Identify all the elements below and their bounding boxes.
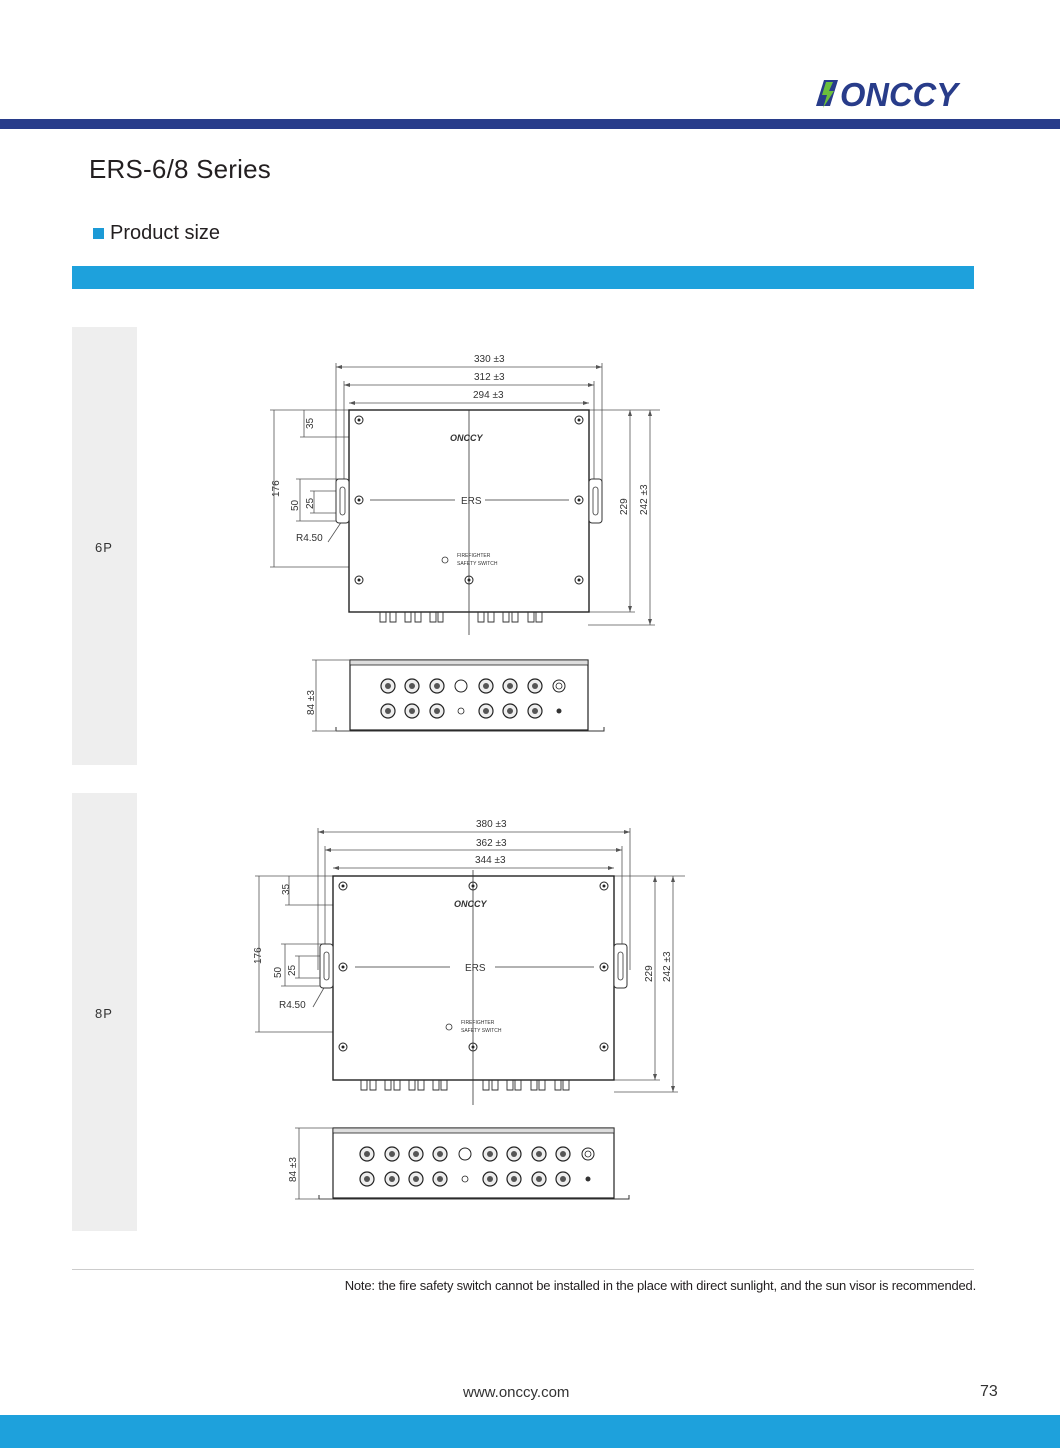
radius-dim-6p: R4.50 [296,533,323,544]
installation-note: Note: the fire safety switch cannot be i… [344,1278,976,1293]
left-dim-176-6p: 176 [271,480,282,497]
left-dim-50-6p: 50 [290,499,301,511]
page-title: ERS-6/8 Series [89,154,271,184]
face-brand-6p: ONCCY [450,433,483,443]
drawing-8p: ONCCY ERS FIREFIGHTER SAFETY SWITCH 380 … [253,819,685,1200]
left-dim-35-6p: 35 [305,417,316,429]
height-dim-2-8p: 242 ±3 [662,951,673,982]
left-dim-25-6p: 25 [305,497,316,509]
footer-rule [72,1269,974,1270]
depth-dim-6p: 84 ±3 [306,690,317,715]
footer-band [0,1415,1060,1448]
switch-label-2-6p: SAFETY SWITCH [457,561,498,567]
side-panel-6p [72,327,137,765]
square-bullet-icon [93,228,104,239]
section-band [72,266,974,289]
height-dim-2-6p: 242 ±3 [639,484,650,515]
width-dim-2-6p: 312 ±3 [474,372,505,383]
face-label-8p: ERS [465,963,486,974]
website-link[interactable]: www.onccy.com [463,1384,570,1401]
bolt-icon [822,82,834,108]
width-dim-1-8p: 380 ±3 [476,819,507,830]
left-dim-25-8p: 25 [287,964,298,976]
switch-label-1-6p: FIREFIGHTER [457,553,491,559]
section-heading: Product size [93,222,220,245]
height-dim-1-8p: 229 [644,965,655,982]
side-panel-8p [72,793,137,1231]
width-dim-1-6p: 330 ±3 [474,354,505,365]
switch-icon [441,556,449,564]
header-rule [0,119,1060,129]
left-dim-50-8p: 50 [273,966,284,978]
panel-label-6p: 6P [95,540,113,555]
onccy-logo: ONCCY [816,76,961,112]
switch-label-1-8p: FIREFIGHTER [461,1020,495,1026]
width-dim-3-6p: 294 ±3 [473,390,504,401]
section-heading-text: Product size [110,222,221,244]
depth-dim-8p: 84 ±3 [288,1157,299,1182]
width-dim-2-8p: 362 ±3 [476,838,507,849]
width-dim-3-8p: 344 ±3 [475,855,506,866]
face-brand-8p: ONCCY [454,899,487,909]
left-dim-176-8p: 176 [253,947,264,964]
switch-label-2-8p: SAFETY SWITCH [461,1028,502,1034]
switch-icon [445,1023,453,1031]
face-label-6p: ERS [461,496,482,507]
radius-dim-8p: R4.50 [279,1000,306,1011]
logo-text: ONCCY [840,76,961,112]
height-dim-1-6p: 229 [619,498,630,515]
drawing-6p: ONCCY ERS FIREFIGHTER SAFETY SWITCH 330 … [270,354,660,732]
left-dim-35-8p: 35 [281,883,292,895]
panel-label-8p: 8P [95,1006,113,1021]
page-number: 73 [980,1383,998,1400]
